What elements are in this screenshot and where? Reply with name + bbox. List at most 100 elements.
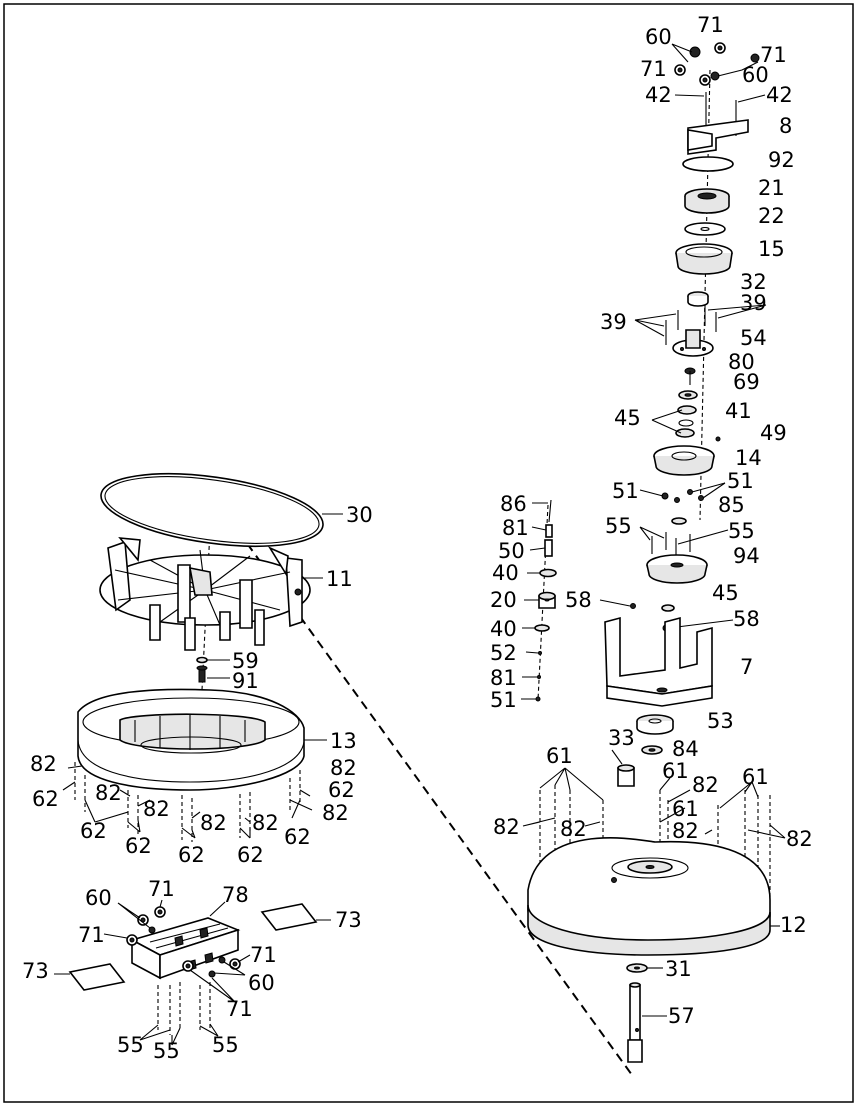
page-border <box>3 3 854 1103</box>
pin-86-stack <box>521 499 557 702</box>
bushing-32 <box>687 291 709 307</box>
pads-73 <box>54 903 331 991</box>
screws-62-82-left <box>62 762 313 842</box>
label-61-b: 61 <box>662 759 689 783</box>
label-94: 94 <box>733 544 760 568</box>
label-71-d: 71 <box>148 877 175 901</box>
bushing-33 <box>611 749 635 787</box>
label-11: 11 <box>326 567 353 591</box>
label-7: 7 <box>740 655 753 679</box>
shaft-57 <box>627 982 667 1063</box>
screws-51-top <box>639 482 726 503</box>
screws-55-left <box>139 982 219 1046</box>
label-57: 57 <box>668 1004 695 1028</box>
washer-69 <box>678 390 698 400</box>
pulley-14 <box>653 445 715 476</box>
label-62-f: 62 <box>178 843 205 867</box>
label-71-e: 71 <box>78 923 105 947</box>
label-62-b: 62 <box>328 778 355 802</box>
top-washers-nuts <box>671 42 760 86</box>
label-62-d: 62 <box>284 825 311 849</box>
dish-13 <box>77 688 327 791</box>
gasket-92 <box>682 156 734 172</box>
label-73-a: 73 <box>335 908 362 932</box>
label-82-l: 82 <box>252 811 279 835</box>
flange-54 <box>672 329 714 357</box>
label-31: 31 <box>665 957 692 981</box>
label-53: 53 <box>707 709 734 733</box>
label-51-b: 51 <box>612 479 639 503</box>
label-82-c: 82 <box>560 817 587 841</box>
plate-94 <box>646 554 708 584</box>
label-55-a: 55 <box>605 514 632 538</box>
label-59: 59 <box>232 649 259 673</box>
washer-31 <box>626 963 663 973</box>
label-14: 14 <box>735 446 762 470</box>
label-62-c: 62 <box>80 819 107 843</box>
label-15: 15 <box>758 237 785 261</box>
label-60-d: 60 <box>248 971 275 995</box>
label-55-b: 55 <box>728 519 755 543</box>
label-49: 49 <box>760 421 787 445</box>
label-82-g: 82 <box>330 756 357 780</box>
label-82-h: 82 <box>95 781 122 805</box>
label-12: 12 <box>780 913 807 937</box>
fan-wheel-11 <box>99 537 323 651</box>
label-55-d: 55 <box>153 1039 180 1063</box>
label-71-f: 71 <box>250 943 277 967</box>
label-62-e: 62 <box>125 834 152 858</box>
washers-60-71-left <box>103 899 251 1003</box>
screws-55-top <box>639 526 729 556</box>
label-55-e: 55 <box>212 1033 239 1057</box>
label-81-a: 81 <box>502 516 529 540</box>
label-91: 91 <box>232 669 259 693</box>
label-40-a: 40 <box>492 561 519 585</box>
label-82-i: 82 <box>143 797 170 821</box>
screws-39 <box>634 304 767 345</box>
bolt-59-91 <box>196 656 230 683</box>
label-33: 33 <box>608 726 635 750</box>
label-55-c: 55 <box>117 1033 144 1057</box>
label-52: 52 <box>490 641 517 665</box>
label-71-g: 71 <box>226 997 253 1021</box>
label-81-b: 81 <box>490 666 517 690</box>
label-71-a: 71 <box>697 13 724 37</box>
bracket-7 <box>604 616 713 707</box>
bracket-8 <box>687 119 749 155</box>
label-22: 22 <box>758 204 785 228</box>
label-71-b: 71 <box>760 43 787 67</box>
label-41: 41 <box>725 399 752 423</box>
pin-axis-line <box>537 504 549 701</box>
label-20: 20 <box>490 588 517 612</box>
label-86: 86 <box>500 492 527 516</box>
label-51-c: 51 <box>490 688 517 712</box>
label-58-b: 58 <box>733 607 760 631</box>
label-82-j: 82 <box>322 801 349 825</box>
label-92: 92 <box>768 148 795 172</box>
label-60-a: 60 <box>645 25 672 49</box>
label-82-k: 82 <box>200 811 227 835</box>
housing-15 <box>675 243 733 275</box>
label-8: 8 <box>779 114 792 138</box>
label-50: 50 <box>498 539 525 563</box>
label-82-e: 82 <box>786 827 813 851</box>
collar-85 <box>671 517 687 525</box>
label-54: 54 <box>740 326 767 350</box>
screws-42 <box>674 92 766 136</box>
bushing-45-lower <box>661 604 675 612</box>
label-78: 78 <box>222 883 249 907</box>
label-60-c: 60 <box>85 886 112 910</box>
bolt-80 <box>684 367 696 385</box>
label-82-f: 82 <box>30 752 57 776</box>
label-62-a: 62 <box>32 787 59 811</box>
label-82-a: 82 <box>692 773 719 797</box>
label-71-c: 71 <box>640 57 667 81</box>
label-45-a: 45 <box>614 406 641 430</box>
label-39-b: 39 <box>600 310 627 334</box>
label-85: 85 <box>718 493 745 517</box>
washer-84 <box>641 745 663 755</box>
label-30: 30 <box>346 503 373 527</box>
ball-49 <box>715 436 721 442</box>
label-40-b: 40 <box>490 617 517 641</box>
